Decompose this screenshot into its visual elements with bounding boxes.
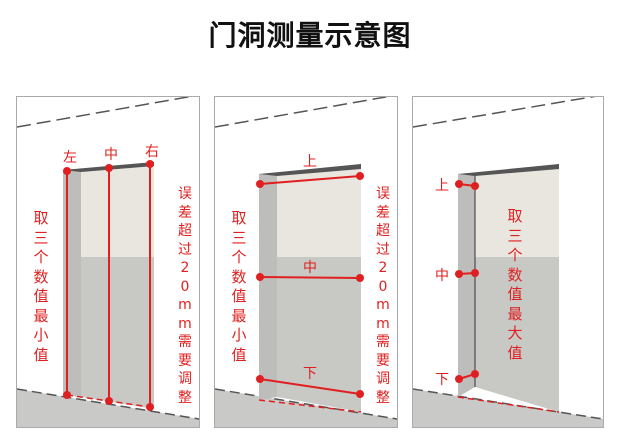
note-max-value: 取 三 个 数 值 最 大 值 bbox=[507, 207, 523, 362]
page-title: 门洞测量示意图 bbox=[208, 19, 412, 52]
note-tolerance: 误 差 超 过 2 0 m m 需 要 调 整 bbox=[376, 186, 390, 406]
label-middle: 中 bbox=[435, 268, 449, 284]
label-center: 中 bbox=[104, 147, 118, 163]
note-min-value: 取 三 个 数 值 最 小 值 bbox=[231, 209, 247, 364]
panel-height: 上 中 下 取 三 个 数 值 最 小 值 误 差 超 过 2 0 m m 需 … bbox=[214, 96, 398, 428]
panel-width: 左 中 右 取 三 个 数 值 最 小 值 误 差 超 过 2 0 m m 需 … bbox=[16, 96, 200, 428]
label-bottom: 下 bbox=[435, 372, 449, 388]
label-left: 左 bbox=[63, 150, 77, 166]
label-top: 上 bbox=[303, 154, 317, 170]
label-middle: 中 bbox=[303, 260, 317, 276]
note-min-value: 取 三 个 数 值 最 小 值 bbox=[33, 209, 49, 364]
note-tolerance: 误 差 超 过 2 0 m m 需 要 调 整 bbox=[178, 186, 192, 406]
door-illustration bbox=[17, 97, 199, 427]
label-right: 右 bbox=[145, 144, 159, 160]
door-illustration bbox=[413, 97, 603, 427]
door-illustration bbox=[215, 97, 397, 427]
label-top: 上 bbox=[435, 178, 449, 194]
panel-depth: 上 中 下 取 三 个 数 值 最 大 值 bbox=[412, 96, 604, 428]
label-bottom: 下 bbox=[303, 366, 317, 382]
